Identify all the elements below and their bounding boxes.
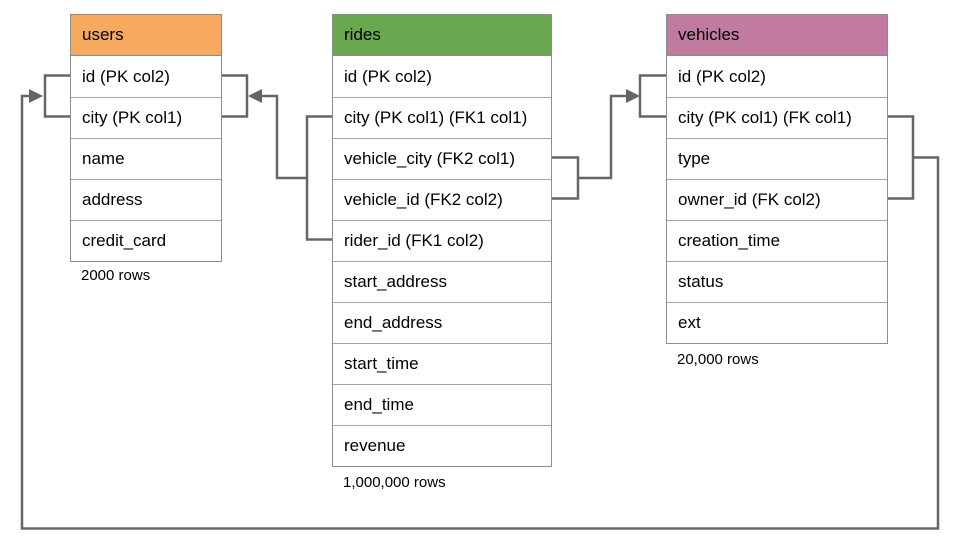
table-header-vehicles: vehicles (667, 15, 887, 56)
rowcount-rides: 1,000,000 rows (343, 474, 446, 491)
column-rides-city: city (PK col1) (FK1 col1) (333, 97, 551, 138)
column-rides-vehicle-city: vehicle_city (FK2 col1) (333, 138, 551, 179)
table-users: users id (PK col2) city (PK col1) name a… (70, 14, 222, 262)
column-rides-rider-id: rider_id (FK1 col2) (333, 220, 551, 261)
column-vehicles-id: id (PK col2) (667, 56, 887, 97)
arrowhead-into-users-pk (248, 89, 262, 103)
column-rides-vehicle-id: vehicle_id (FK2 col2) (333, 179, 551, 220)
column-users-name: name (71, 138, 221, 179)
rowcount-users: 2000 rows (81, 267, 151, 284)
column-vehicles-status: status (667, 261, 887, 302)
column-users-city: city (PK col1) (71, 97, 221, 138)
column-vehicles-city: city (PK col1) (FK col1) (667, 97, 887, 138)
table-header-rides: rides (333, 15, 551, 56)
column-vehicles-owner-id: owner_id (FK col2) (667, 179, 887, 220)
column-users-address: address (71, 179, 221, 220)
column-rides-revenue: revenue (333, 425, 551, 466)
connector-rides-to-users (222, 74, 332, 241)
arrowhead-into-users-pk-left (29, 89, 43, 103)
column-rides-start-address: start_address (333, 261, 551, 302)
column-vehicles-creation-time: creation_time (667, 220, 887, 261)
table-header-users: users (71, 15, 221, 56)
vehicles-to-users-line (20, 94, 940, 530)
column-users-credit-card: credit_card (71, 220, 221, 261)
connector-rides-to-vehicles (552, 74, 666, 200)
arrowhead-into-vehicles-pk (626, 89, 640, 103)
vehicles-fk-bracket (888, 115, 915, 200)
column-rides-end-time: end_time (333, 384, 551, 425)
column-rides-id: id (PK col2) (333, 56, 551, 97)
connector-vehicles-to-users (20, 74, 940, 530)
users-pk-left-bracket (43, 74, 70, 118)
table-vehicles: vehicles id (PK col2) city (PK col1) (FK… (666, 14, 888, 344)
column-vehicles-ext: ext (667, 302, 887, 343)
column-rides-end-address: end_address (333, 302, 551, 343)
rides-fk2-bracket (552, 156, 580, 200)
rides-to-users-line (261, 94, 307, 180)
column-users-id: id (PK col2) (71, 56, 221, 97)
rides-fk1-bracket (305, 115, 332, 241)
column-vehicles-type: type (667, 138, 887, 179)
users-pk-bracket (222, 74, 249, 118)
column-rides-start-time: start_time (333, 343, 551, 384)
rowcount-vehicles: 20,000 rows (677, 351, 759, 368)
rides-to-vehicles-line (578, 94, 627, 180)
vehicles-pk-bracket (638, 74, 666, 118)
table-rides: rides id (PK col2) city (PK col1) (FK1 c… (332, 14, 552, 467)
